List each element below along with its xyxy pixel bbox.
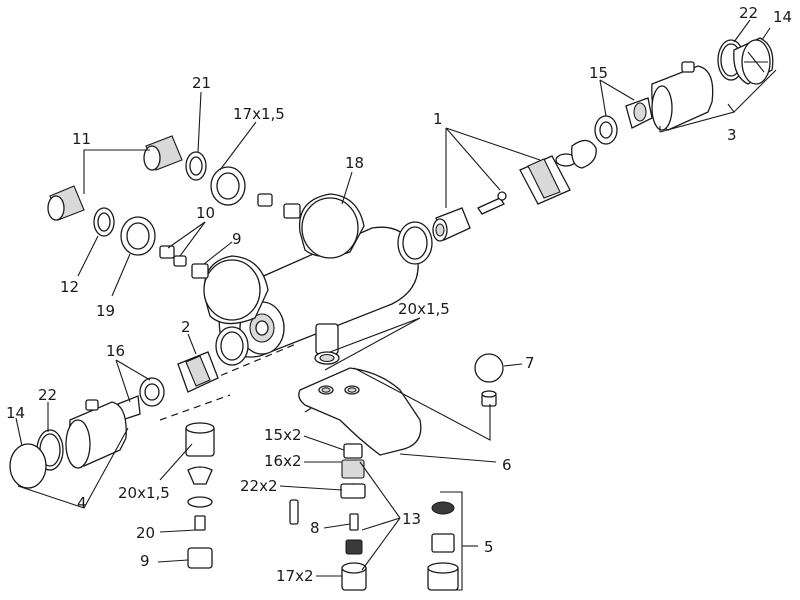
axis-line (209, 343, 297, 381)
callout-11: 11 (72, 130, 91, 148)
callout-12: 12 (60, 278, 79, 296)
thermostat-body (203, 193, 433, 366)
right-cartridge-group (432, 37, 774, 242)
callout-8: 8 (310, 519, 320, 537)
leader-lines (15, 19, 777, 591)
callout-5: 5 (484, 538, 494, 556)
callout-20: 20 (136, 524, 155, 542)
callout-17x2: 17x2 (276, 567, 314, 585)
callout-10: 10 (196, 204, 215, 222)
callout-6: 6 (502, 456, 512, 474)
callout-14-left: 14 (6, 404, 25, 422)
callout-2: 2 (181, 318, 191, 336)
callout-16x2: 16x2 (264, 452, 302, 470)
callout-15x2: 15x2 (264, 426, 302, 444)
callout-9: 9 (232, 230, 242, 248)
callout-3: 3 (727, 126, 737, 144)
axis-line (159, 394, 231, 421)
callout-labels: 1 2 3 4 5 6 7 8 9 9 10 11 12 13 14 14 15… (6, 4, 792, 585)
callout-20x1-5-bottom: 20x1,5 (118, 484, 170, 502)
callout-4: 4 (77, 494, 87, 512)
callout-16: 16 (106, 342, 125, 360)
callout-17x1-5: 17x1,5 (233, 105, 285, 123)
callout-9-bottom: 9 (140, 552, 150, 570)
callout-20x1-5-top: 20x1,5 (398, 300, 450, 318)
callout-1: 1 (433, 110, 443, 128)
aerator-stack (427, 501, 459, 591)
callout-22-left: 22 (38, 386, 57, 404)
supply-fittings-group (47, 135, 301, 279)
callout-7: 7 (525, 354, 535, 372)
left-cartridge-group (9, 351, 219, 489)
callout-15: 15 (589, 64, 608, 82)
callout-22-right: 22 (739, 4, 758, 22)
callout-18: 18 (345, 154, 364, 172)
plug-ball (474, 353, 504, 383)
spout (298, 367, 422, 456)
bottom-middle-stack (289, 443, 367, 591)
callout-21: 21 (192, 74, 211, 92)
callout-13: 13 (402, 510, 421, 528)
callout-22x2: 22x2 (240, 477, 278, 495)
bottom-left-stack (185, 422, 215, 569)
callout-19: 19 (96, 302, 115, 320)
callout-14-right: 14 (773, 8, 792, 26)
